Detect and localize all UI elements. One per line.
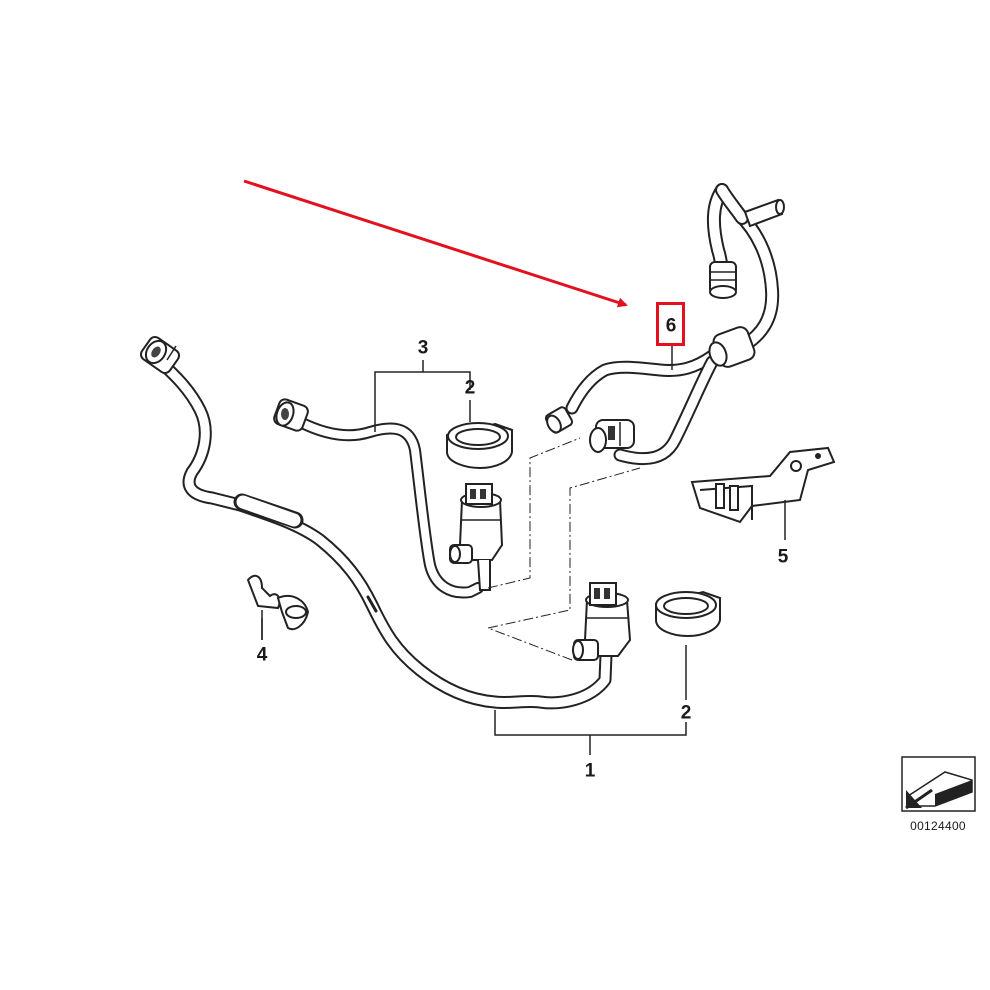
callout-part-2-lower: 2	[680, 702, 692, 724]
connector-hose-3-end	[273, 398, 309, 432]
direction-arrow-icon	[901, 756, 976, 812]
connector-hose-6-left	[544, 406, 574, 434]
assembly-guide-lines	[486, 437, 641, 661]
coupler-hose-6	[708, 326, 756, 368]
hose-part-3	[294, 416, 484, 599]
grommet-part-2-lower	[655, 590, 721, 638]
callout-part-5: 5	[777, 546, 789, 568]
bracket-part-5	[690, 446, 836, 540]
grommet-part-2-upper	[446, 422, 513, 470]
tee-fitting	[743, 198, 785, 228]
clip-part-4	[246, 574, 310, 640]
hose-part-6	[565, 183, 780, 466]
catalog-number: 00124400	[910, 819, 966, 833]
leader-lines	[261, 346, 687, 755]
washer-pump-upper	[449, 483, 504, 591]
connector-hose-1-end	[139, 335, 181, 375]
callout-part-2-upper: 2	[464, 377, 476, 399]
hose-part-1	[151, 353, 613, 710]
highlight-arrow	[243, 179, 628, 308]
connector-hose-6-lower	[589, 419, 635, 453]
highlight-box-part-6	[656, 302, 685, 346]
callout-part-1: 1	[584, 760, 596, 782]
callout-part-4: 4	[256, 644, 268, 666]
callout-part-3: 3	[417, 337, 429, 359]
connector-hose-6-top	[709, 261, 737, 299]
callout-part-6: 6	[665, 315, 677, 337]
washer-pump-lower	[572, 582, 632, 661]
